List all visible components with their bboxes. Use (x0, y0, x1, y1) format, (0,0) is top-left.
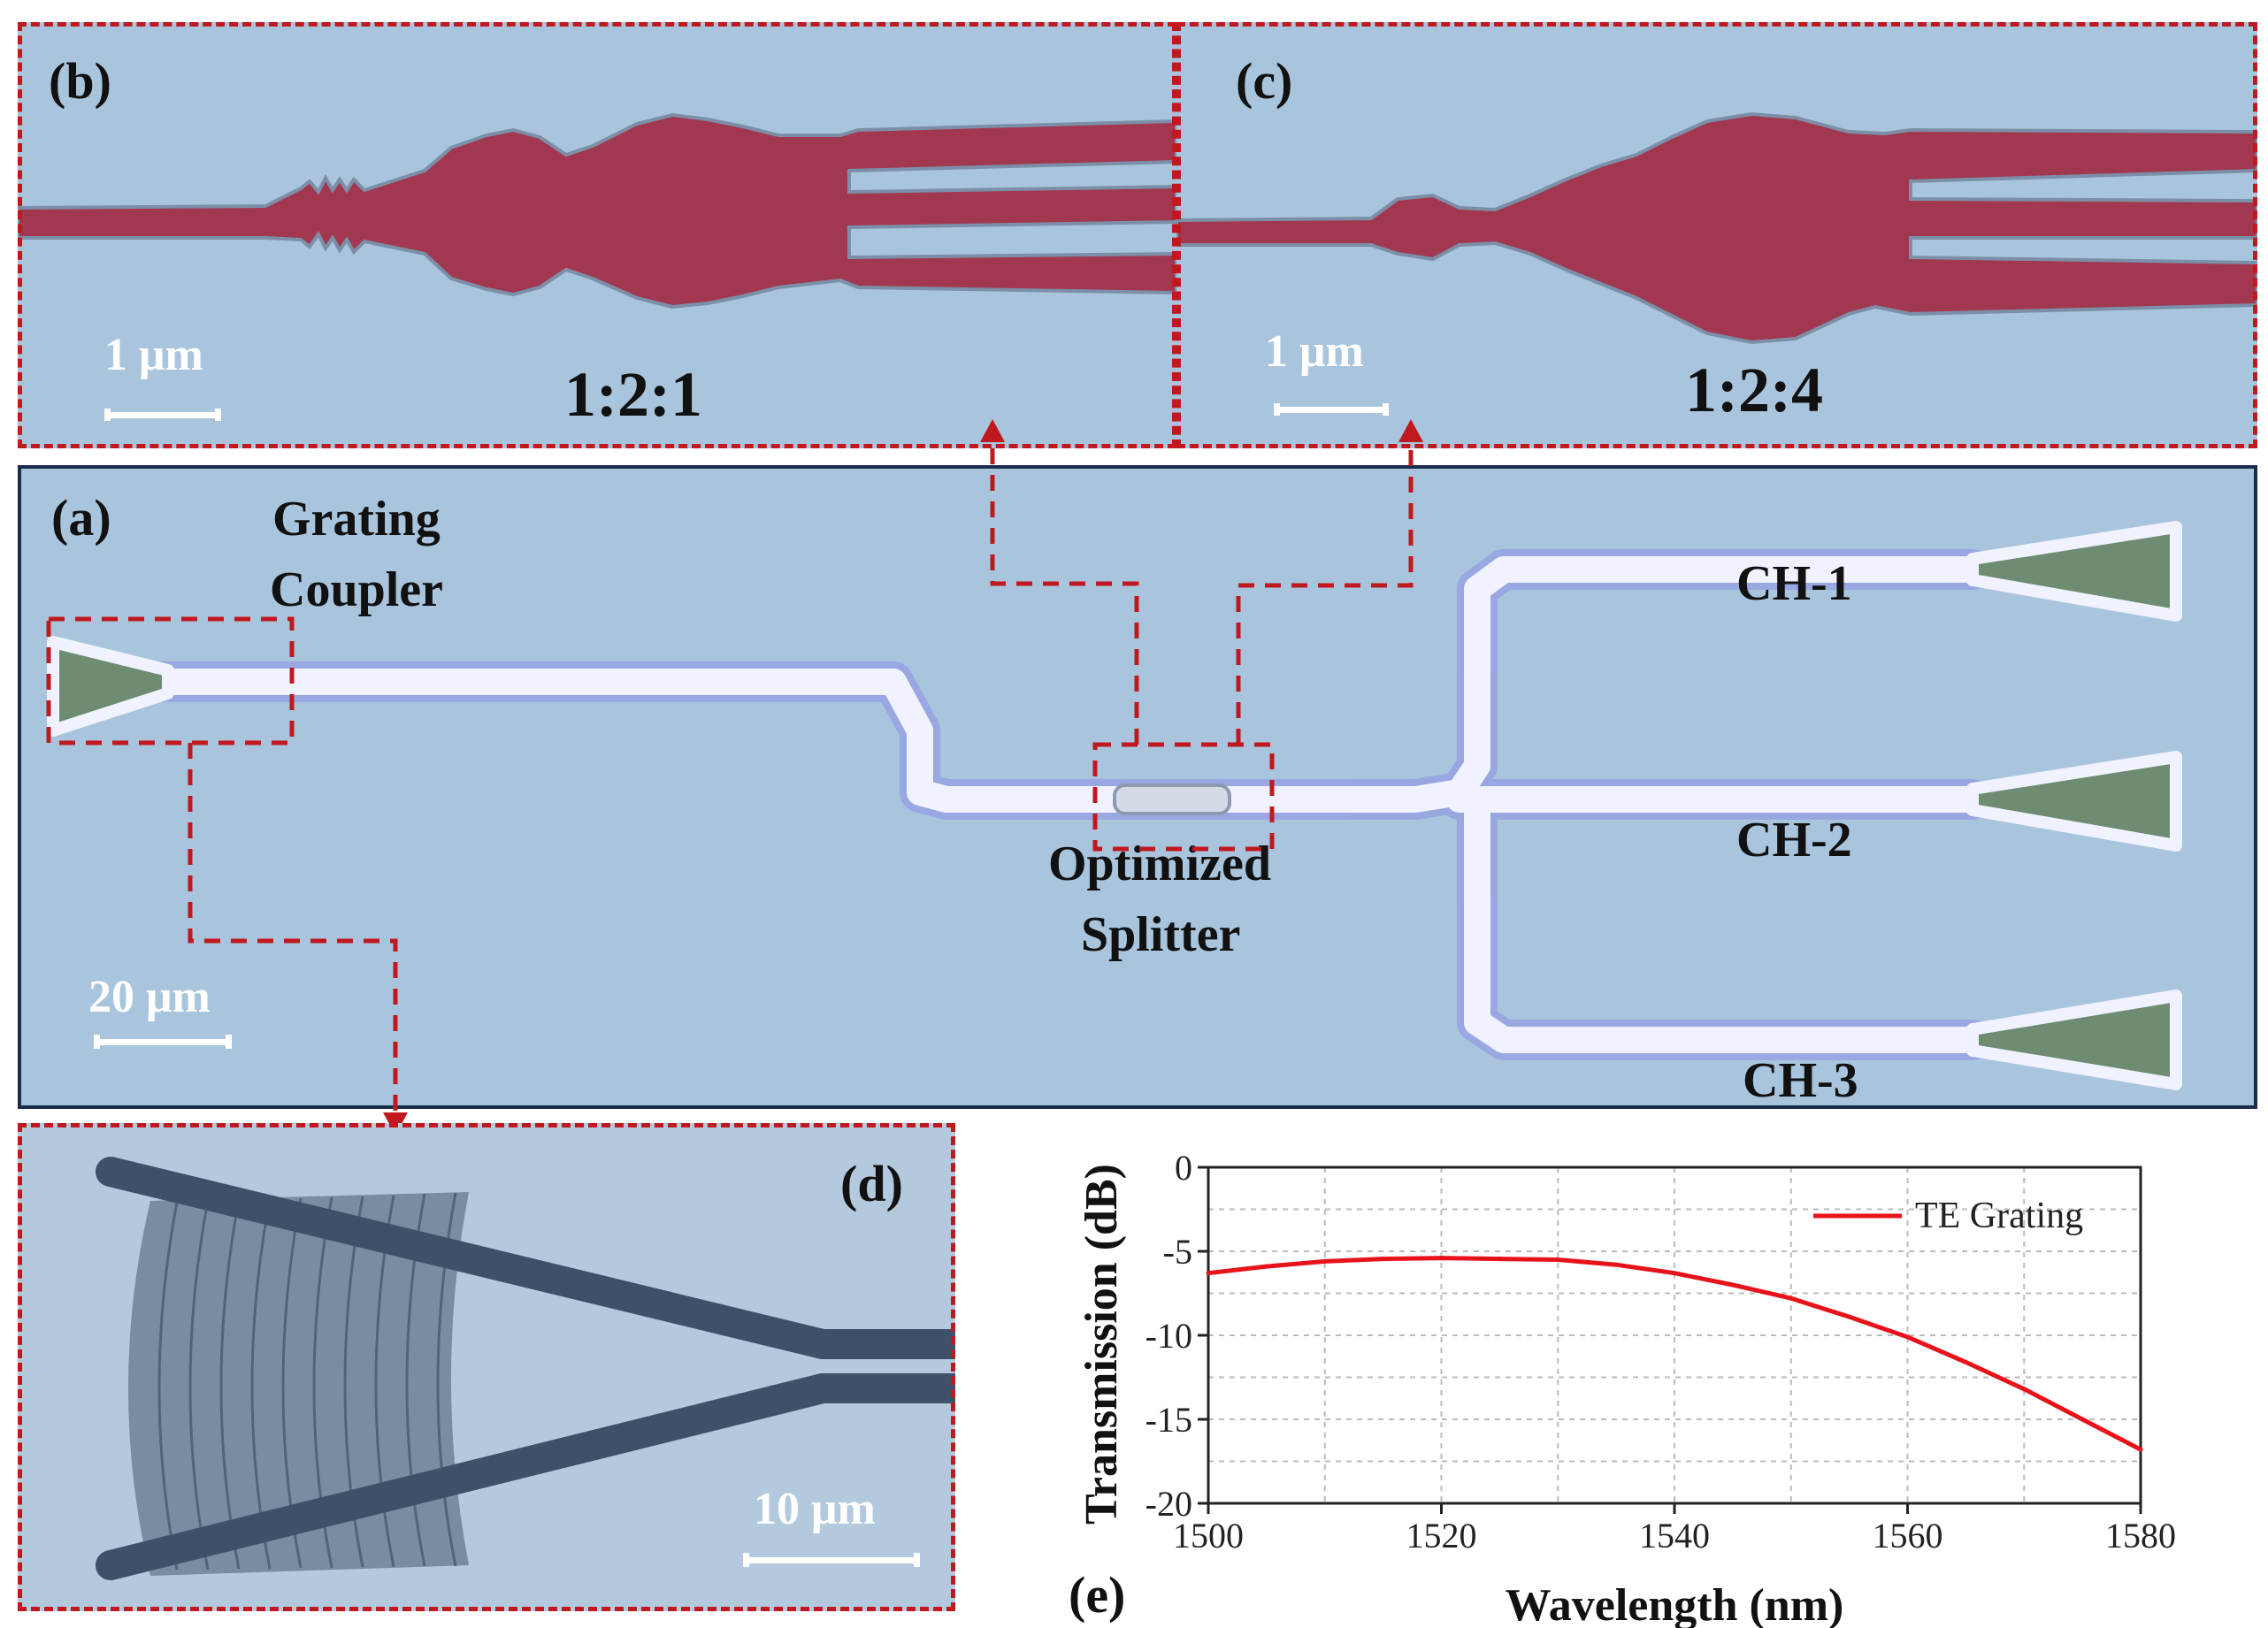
channel-label-ch2: CH-2 (1736, 813, 1852, 868)
data-point (2138, 1447, 2143, 1452)
data-point (1381, 1257, 1386, 1262)
grating-taper-waveguides (96, 1157, 955, 1580)
x-tick-label: 1580 (2105, 1516, 2176, 1555)
y-tick-label: -10 (1145, 1316, 1192, 1356)
panel-d-label: (d) (840, 1155, 903, 1212)
data-point (1905, 1334, 1910, 1340)
data-point (1322, 1258, 1328, 1264)
grating-coupler-label-line2: Coupler (270, 562, 443, 617)
y-tick-label: 0 (1175, 1148, 1192, 1188)
panel-c-label: (c) (1236, 52, 1293, 110)
panel-a-label: (a) (51, 489, 111, 546)
data-point (1439, 1256, 1444, 1261)
callout-line-to-d (188, 743, 398, 1116)
splitter-121-device (18, 112, 1176, 310)
data-point (2021, 1387, 2027, 1392)
panel-c-sem-image (1176, 22, 2257, 448)
panel-c-scale-label: 1 μm (1265, 326, 1364, 377)
panel-a-scale-label: 20 μm (88, 972, 211, 1022)
data-point (2080, 1417, 2085, 1422)
data-point (1264, 1264, 1269, 1269)
data-point (1497, 1257, 1502, 1262)
output-grating-coupler-ch3 (1966, 990, 2182, 1090)
y-tick-label: -5 (1163, 1232, 1192, 1272)
panel-c-dashed-frame (1176, 22, 2257, 448)
grating-coupler-label-line1: Grating (272, 492, 441, 546)
callout-line-to-c (1236, 442, 1414, 745)
arrow-to-b-icon (980, 419, 1005, 442)
data-point (1789, 1296, 1794, 1301)
x-tick-label: 1520 (1406, 1516, 1477, 1555)
splitter-124-device (1176, 111, 2257, 345)
x-tick-label: 1560 (1873, 1516, 1943, 1555)
x-tick-label: 1540 (1639, 1516, 1710, 1555)
splitter-label-line1: Optimized (1048, 837, 1271, 891)
x-tick-label: 1500 (1173, 1516, 1244, 1555)
y-tick-label: -15 (1145, 1400, 1192, 1440)
grating-coupler-callout-box (46, 616, 295, 745)
data-point (1963, 1359, 1968, 1364)
splitter-label-line2: Splitter (1081, 907, 1241, 962)
channel-label-ch1: CH-1 (1736, 556, 1852, 611)
data-point (1672, 1271, 1677, 1276)
data-point (1555, 1257, 1560, 1262)
panel-c-scale-bar (1274, 403, 1389, 416)
panel-b-dashed-frame (18, 22, 1176, 448)
panel-a-device-image (18, 465, 2257, 1109)
panel-b-scale-label: 1 μm (104, 330, 203, 380)
data-point (1847, 1314, 1852, 1319)
panel-a-frame (18, 465, 2257, 1109)
panel-b-ratio: 1:2:1 (564, 359, 702, 430)
legend-label: TE Grating (1915, 1196, 2083, 1236)
data-point (1613, 1262, 1619, 1267)
panel-d-scale-bar (743, 1553, 920, 1567)
waveguide-network (139, 549, 1993, 1060)
panel-d-scale-label: 10 μm (754, 1484, 876, 1534)
panel-b-label: (b) (49, 52, 111, 110)
y-tick-label: -20 (1145, 1484, 1192, 1524)
splitter-callout-box (1092, 742, 1275, 852)
arrow-to-c-icon (1398, 419, 1423, 442)
panel-a-scale-bar (94, 1035, 232, 1049)
y-axis-label: Transmission (dB) (1077, 1164, 1127, 1525)
channel-label-ch3: CH-3 (1743, 1053, 1858, 1108)
panel-c-ratio: 1:2:4 (1685, 355, 1823, 425)
panel-d-grating-coupler-image (18, 1123, 955, 1611)
panel-b-sem-image (18, 22, 1176, 448)
panel-e-transmission-chart: 1500 1520 1540 1560 1580 0 -5 -10 -15 -20Waveleng… (1077, 1148, 2176, 1628)
output-grating-coupler-ch2 (1966, 751, 2182, 852)
callout-line-to-b (990, 442, 1139, 745)
output-grating-coupler-ch1 (1966, 521, 2182, 622)
panel-d-dashed-frame (18, 1123, 955, 1611)
panel-b-scale-bar (104, 409, 221, 421)
splitter-region (1113, 783, 1231, 815)
data-point (1206, 1271, 1211, 1276)
data-point (1730, 1282, 1735, 1288)
input-grating-coupler (47, 636, 174, 737)
x-axis-label: Wavelength (nm) (1506, 1580, 1844, 1628)
panel-e-label: (e) (1069, 1566, 1126, 1624)
